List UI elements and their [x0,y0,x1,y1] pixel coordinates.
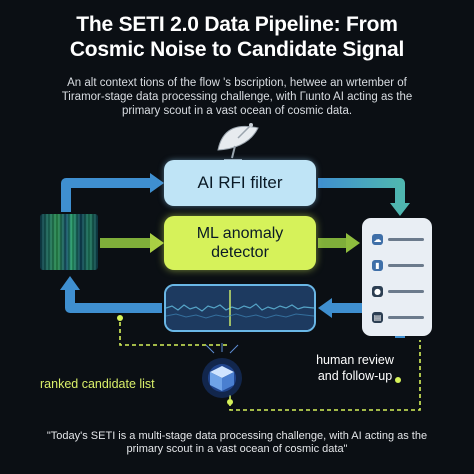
ml-anomaly-label-2: detector [211,244,269,261]
quote-line-1: "Today's SETI is a multi-stage data proc… [46,430,428,442]
arrowhead-wave [318,298,332,318]
arrowhead-ml [150,233,164,253]
subtitle-line-2: Tiramor-stage data processing challenge,… [61,91,413,103]
panel-row-document: ▤ [372,310,424,324]
page-title: The SETI 2.0 Data Pipeline: From Cosmic … [0,12,474,62]
panel-row-bar [388,315,424,319]
arrow-left-to-rfi [61,178,150,212]
connector-dot-cube [227,399,233,405]
footer-quote: "Today's SETI is a multi-stage data proc… [28,430,446,456]
human-review-line-2: and follow-up [317,369,393,383]
title-line-2: Cosmic Noise to Candidate Signal [69,38,405,61]
bar-chart-icon: ▮ [372,259,383,271]
subtitle: An alt context tions of the flow 's bscr… [22,76,452,118]
rfi-filter-box: AI RFI filter [164,160,316,206]
human-review-label: human review and follow-up [300,352,410,384]
arrowhead-panel-top [390,203,410,216]
ranked-candidate-list-label: ranked candidate list [40,377,155,391]
quote-line-2: primary scout in a vast ocean of cosmic … [126,443,348,455]
ml-anomaly-label-1: ML anomaly [196,225,284,242]
dashed-left-loop [119,322,230,346]
arrow-rfi-to-panel [318,178,405,205]
arrow-wave-to-spectro [65,288,162,313]
output-panel: ☁ ▮ ● ▤ [362,218,432,336]
panel-row-bar [388,263,424,267]
title-line-1: The SETI 2.0 Data Pipeline: From [76,13,398,36]
waveform-box [164,284,316,332]
ml-anomaly-box: ML anomaly detector [164,216,316,270]
arrowhead-ml-panel [346,233,360,253]
panel-row-bar [388,289,424,293]
connector-dot-left [117,315,123,321]
subtitle-line-3: primary scout in a vast ocean of cosmic … [121,105,353,117]
arrowhead-rfi [150,173,164,193]
user-icon: ● [372,285,383,297]
rfi-filter-label: AI RFI filter [197,173,283,192]
panel-row-bar [388,237,424,241]
database-cube-icon [202,343,242,398]
cloud-icon: ☁ [372,233,383,245]
subtitle-line-1: An alt context tions of the flow 's bscr… [67,77,407,89]
document-icon: ▤ [372,311,383,323]
spectrogram-image [40,214,98,270]
arrowhead-spectro [60,276,80,290]
satellite-dish-icon [217,123,259,161]
waveform-graphic [166,286,314,330]
panel-row-user: ● [372,284,424,298]
human-review-line-1: human review [316,353,394,367]
panel-row-chart: ▮ [372,258,424,272]
panel-row-cloud: ☁ [372,232,424,246]
connector-dot-right [395,377,401,383]
